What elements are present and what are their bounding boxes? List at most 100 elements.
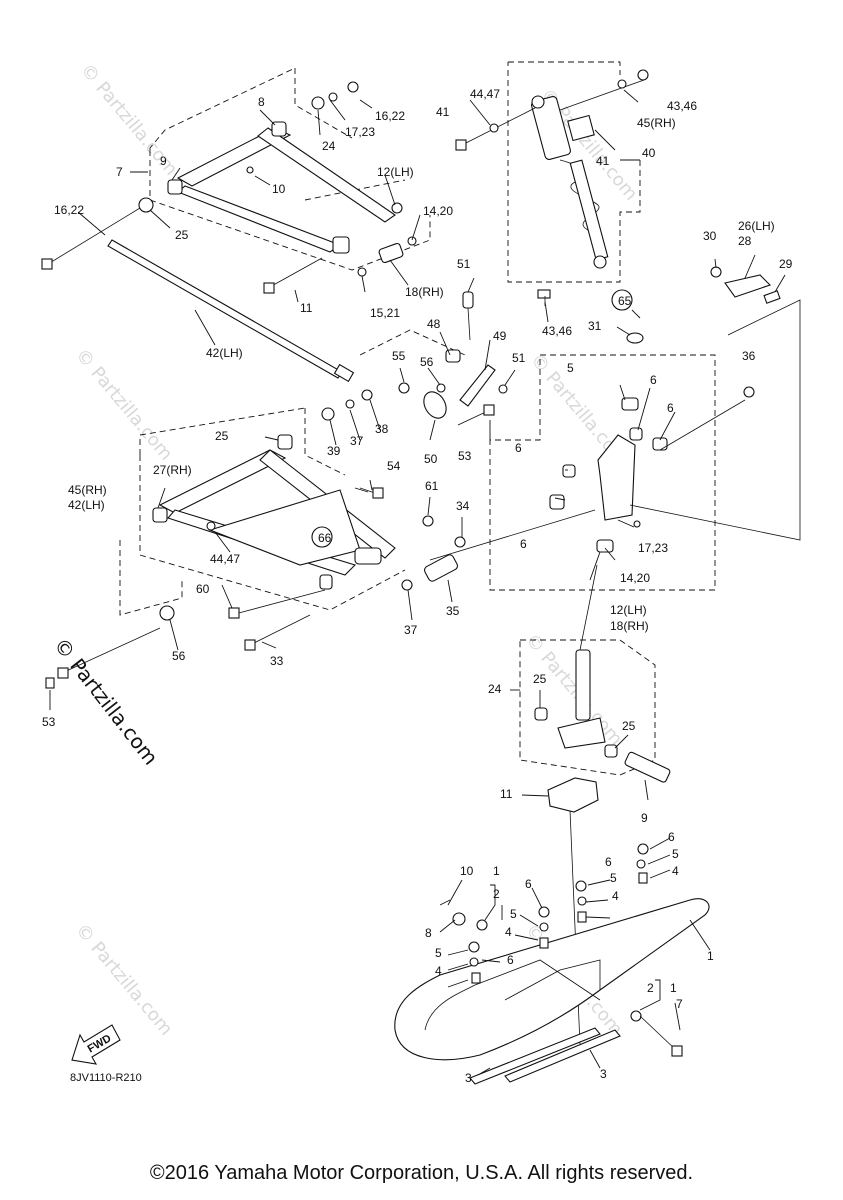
callout-6c: 6 [525,877,532,891]
callout-62: 43,46 [542,324,572,338]
callout-6b: 6 [605,855,612,869]
callout-54: 38 [375,422,389,436]
callout-13-19: 5 [567,361,574,375]
steering-arm [710,266,781,304]
callout-66: 49 [493,329,507,343]
callout-2a: 2 [493,887,500,901]
callout-4c: 4 [505,925,512,939]
callout-53: 53 [42,715,56,729]
callout-31: 7 [116,165,123,179]
callout-69: 51 [512,351,526,365]
callout-43-46: 27(RH) [153,463,192,477]
callout-1a: 1 [493,864,500,878]
callout-A: 65 [618,294,632,308]
callout-25b: 25 [622,719,636,733]
callout-4b: 4 [612,889,619,903]
callout-33: 10 [272,182,286,196]
callout-24: 24 [488,682,502,696]
callout-71: 56 [420,355,434,369]
callout-41: 24 [322,139,336,153]
callout-9: 9 [641,811,648,825]
callout-12-lh: 12(LH) [610,603,647,617]
callout-58: 41 [596,154,610,168]
callout-30: 31 [588,319,602,333]
callout-49: 34 [456,499,470,513]
callout-14-20: 14,20 [620,571,650,585]
callout-27: 26(LH) [738,219,775,233]
callout-7: 7 [676,997,683,1011]
callout-3a: 3 [465,1071,472,1085]
callout-3b: 3 [600,1067,607,1081]
callout-61: 43,46 [667,99,697,113]
callout-4a: 4 [672,864,679,878]
drawing-code: 8JV1110-R210 [70,1072,142,1084]
callout-63: 45(RH) [637,116,676,130]
callout-51: 37 [404,623,418,637]
callout-5a: 5 [672,847,679,861]
callout-32: 8 [258,95,265,109]
callout-A: 66 [318,531,332,545]
callout-8: 8 [425,926,432,940]
steering-spindle-assembly [429,299,801,591]
watermark: © Partzilla.com [71,920,176,1040]
callout-36: 18(RH) [405,285,444,299]
callout-28: 29 [779,257,793,271]
callout-4d: 4 [435,964,442,978]
callout-5d: 5 [435,946,442,960]
callout-40: 17,23 [345,125,375,139]
callout-42-lh: 42(LH) [68,498,105,512]
copyright-notice: ©2016 Yamaha Motor Corporation, U.S.A. A… [149,1162,694,1184]
part-callouts-lower: 45(RH) 42(LH) 61 17,23 14,20 12(LH) 18(R… [42,479,714,1085]
callout-60: 60 [196,582,210,596]
watermark: © Partzilla.com [71,345,176,465]
callout-18-rh: 18(RH) [610,619,649,633]
callout-70: 54 [387,459,401,473]
callout-11: 11 [500,787,513,801]
callout-70: 53 [458,449,472,463]
callout-5c: 5 [510,907,517,921]
upper-arm-assembly [41,67,431,294]
callout-55: 37 [350,434,364,448]
callout-1b: 1 [707,949,714,963]
callout-51: 36 [742,349,756,363]
callout-68: 51 [457,257,471,271]
callout-44-47: 44,47 [210,552,240,566]
callout-37: 14,20 [423,204,453,218]
callout-35: 12(LH) [377,165,414,179]
callout-26: 28 [738,234,752,248]
callout-61b: 61 [425,479,439,493]
ski-stopper [547,777,599,813]
callout-25a: 25 [533,672,547,686]
part-callouts: 8 9 7 16,22 10 12(LH) 14,20 16,22 17,23 … [54,87,793,668]
callout-65: 48 [427,317,441,331]
callout-10: 10 [460,864,474,878]
ski [394,843,710,1085]
callout-15-21: 6 [650,373,657,387]
callout-57: 40 [642,146,656,160]
callout-39: 16,22 [375,109,405,123]
link-assembly [359,291,508,499]
callout-56: 39 [327,444,341,458]
leader-lines [49,89,786,1076]
callout-17-23: 17,23 [638,541,668,555]
callout-29: 30 [703,229,717,243]
callout-64: 42(LH) [206,346,243,360]
callout-32: 9 [160,154,167,168]
callout-34: 11 [300,301,313,315]
callout-37: 15,21 [370,306,400,320]
callout-67: 50 [424,452,438,466]
callout-50: 35 [446,604,460,618]
callout-48: 33 [270,654,284,668]
forward-arrow-icon [71,1024,121,1065]
callout-5b: 5 [610,871,617,885]
callout-45-rh: 45(RH) [68,483,107,497]
callout-41: 25 [175,228,189,242]
lower-arm-assembly [45,389,466,689]
spindle [519,564,671,1046]
shock-absorber [455,61,649,306]
callout-15-21: 6 [515,441,522,455]
callout-63: 44,47 [470,87,500,101]
callout-6d: 6 [507,953,514,967]
